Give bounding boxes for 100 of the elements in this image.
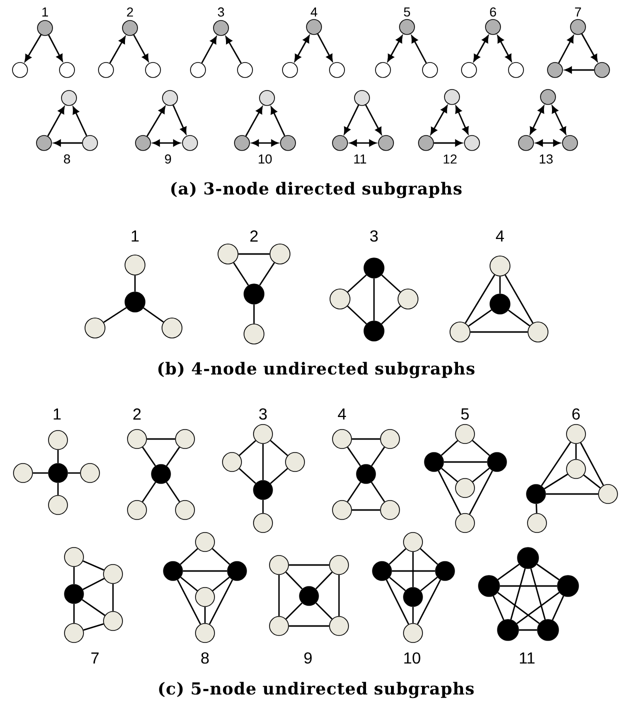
edge-line (259, 262, 275, 286)
graph-node (332, 500, 352, 520)
graph-node (244, 284, 264, 304)
arrow (455, 106, 469, 134)
arrow (152, 140, 180, 146)
edge-line (166, 446, 180, 466)
graph-node (444, 89, 460, 105)
edge-line (182, 570, 228, 572)
caption: (a) 3-node directed subgraphs (171, 182, 462, 198)
graph-node (12, 62, 28, 78)
graph-node (127, 429, 147, 449)
graph-node (490, 256, 510, 276)
graph-node (103, 564, 123, 584)
graph-number: 4 (338, 408, 346, 420)
edge-line (82, 578, 105, 590)
graph-node (36, 135, 52, 151)
edge-line (212, 548, 230, 565)
edge-line (270, 468, 288, 484)
edge-line (546, 493, 598, 495)
graph-node (195, 587, 215, 607)
graph-node (354, 90, 370, 106)
arrow (270, 106, 286, 136)
edge-line (57, 482, 59, 496)
graph-node (527, 513, 547, 533)
arrow (581, 34, 598, 62)
edge-line (285, 572, 303, 590)
edge-line (143, 307, 164, 323)
edge-line (500, 585, 558, 587)
edge-line (472, 440, 490, 456)
edge-line (262, 500, 264, 514)
graph-node (540, 89, 556, 105)
arrow (430, 105, 448, 135)
graph-node (269, 555, 289, 575)
edge-line (388, 548, 406, 565)
edge-line (204, 606, 206, 624)
graph-node (48, 463, 68, 483)
edge-line (176, 579, 202, 625)
edge-line (346, 482, 362, 502)
graph-node (403, 532, 423, 552)
edge-line (32, 472, 48, 474)
graph-node (364, 320, 384, 342)
arrow (225, 36, 242, 64)
edge-line (536, 504, 538, 514)
graph-node (450, 322, 470, 342)
edge-line (233, 262, 249, 286)
edge-line (583, 474, 601, 488)
graph-node (162, 90, 178, 106)
edge-line (370, 482, 386, 502)
arrow (365, 104, 382, 135)
graph-number: 2 (133, 408, 141, 420)
edge-line (540, 442, 572, 486)
graph-node (398, 288, 418, 310)
edge-line (112, 584, 114, 612)
graph-node (182, 135, 198, 151)
graph-node (195, 532, 215, 552)
edge-line (347, 306, 367, 324)
graph-node (253, 513, 273, 533)
edge-line (386, 580, 410, 624)
edge-line (580, 442, 604, 486)
arrow (473, 35, 489, 62)
graph-node (424, 452, 444, 472)
edge-line (238, 440, 256, 456)
edge-line (208, 579, 234, 625)
graph-node (508, 62, 524, 78)
edge-line (315, 572, 333, 590)
graph-node (162, 318, 182, 338)
edge-line (441, 468, 458, 482)
edge-line (420, 548, 438, 565)
edge-line (68, 472, 80, 474)
graph-node (372, 561, 392, 581)
arrow (24, 34, 42, 62)
edge-line (438, 470, 462, 514)
edge-line (392, 570, 436, 572)
graph-node (399, 19, 415, 35)
graph-node (64, 623, 84, 643)
edge-line (536, 564, 560, 580)
graph-number: 7 (91, 652, 99, 664)
edge-line (73, 566, 75, 584)
graph-node (403, 587, 423, 607)
edge-line (530, 568, 546, 620)
graph-node (175, 500, 195, 520)
arrow (552, 106, 566, 134)
edge-line (278, 574, 280, 616)
edge-line (142, 482, 156, 502)
edge-line (288, 625, 330, 627)
edge-line (412, 606, 414, 624)
graph-node (455, 513, 475, 533)
graph-number: 9 (304, 652, 312, 664)
graph-node (37, 20, 53, 36)
arrow (530, 106, 544, 134)
graph-node (455, 478, 475, 498)
graph-node (127, 500, 147, 520)
graph-number: 3 (259, 408, 267, 420)
graph-node (435, 561, 455, 581)
arrow (497, 35, 512, 62)
graph-node (237, 62, 253, 78)
graph-number: 3 (370, 230, 378, 242)
graph-node (48, 495, 68, 515)
graph-node (244, 324, 264, 344)
arrow (172, 104, 187, 134)
